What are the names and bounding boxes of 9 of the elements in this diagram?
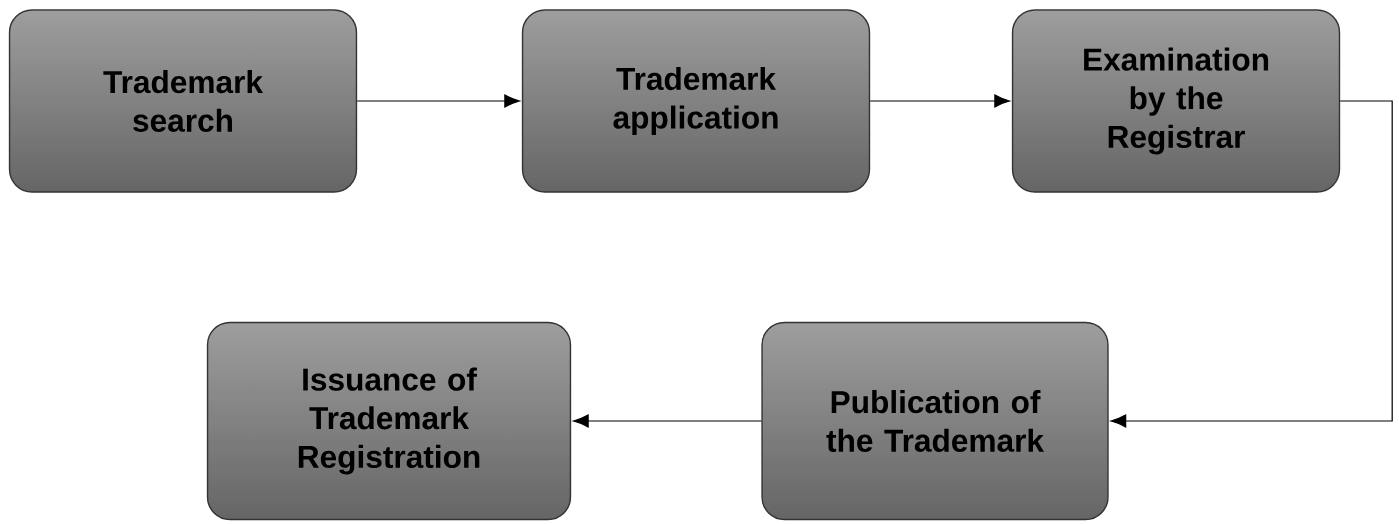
arrow [869,94,1011,108]
process-box: Trademark search [8,9,358,193]
arrow [356,94,521,108]
process-box: Publication of the Trademark [761,321,1109,521]
process-box: Trademark application [521,9,871,193]
arrow [572,414,762,428]
process-box: Examination by the Registrar [1011,9,1341,193]
process-box: Issuance of Trademark Registration [206,321,572,521]
arrow [1110,100,1393,428]
